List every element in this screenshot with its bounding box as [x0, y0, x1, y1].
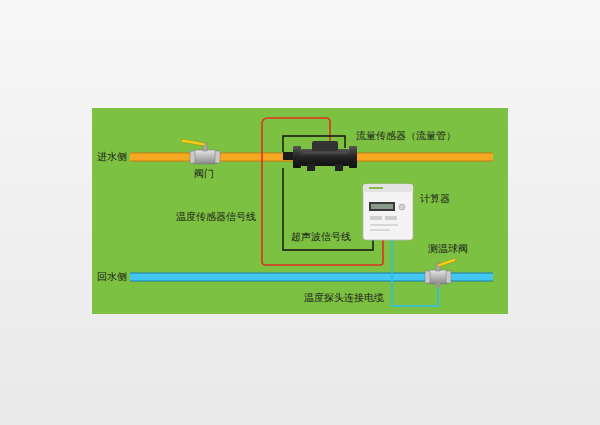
flow-sensor [283, 141, 357, 171]
side-label: 回水侧 [97, 271, 127, 282]
part-label: 流量传感器（流量管） [356, 130, 456, 141]
ultrasonic-wire [283, 168, 373, 250]
part-label: 测温球阀 [428, 243, 468, 254]
green-panel [92, 108, 508, 314]
calculator-device [363, 184, 413, 240]
ball-valve-symbol [425, 258, 456, 288]
part-label: 阀门 [194, 168, 214, 179]
valve-symbol [181, 139, 220, 164]
wire-label: 温度探头连接电缆 [304, 292, 384, 303]
wire-label: 超声波信号线 [291, 231, 351, 242]
ultrasonic-wire [283, 136, 345, 152]
side-label: 进水侧 [97, 151, 127, 162]
wire-label: 温度传感器信号线 [176, 211, 256, 222]
part-label: 计算器 [420, 193, 450, 204]
